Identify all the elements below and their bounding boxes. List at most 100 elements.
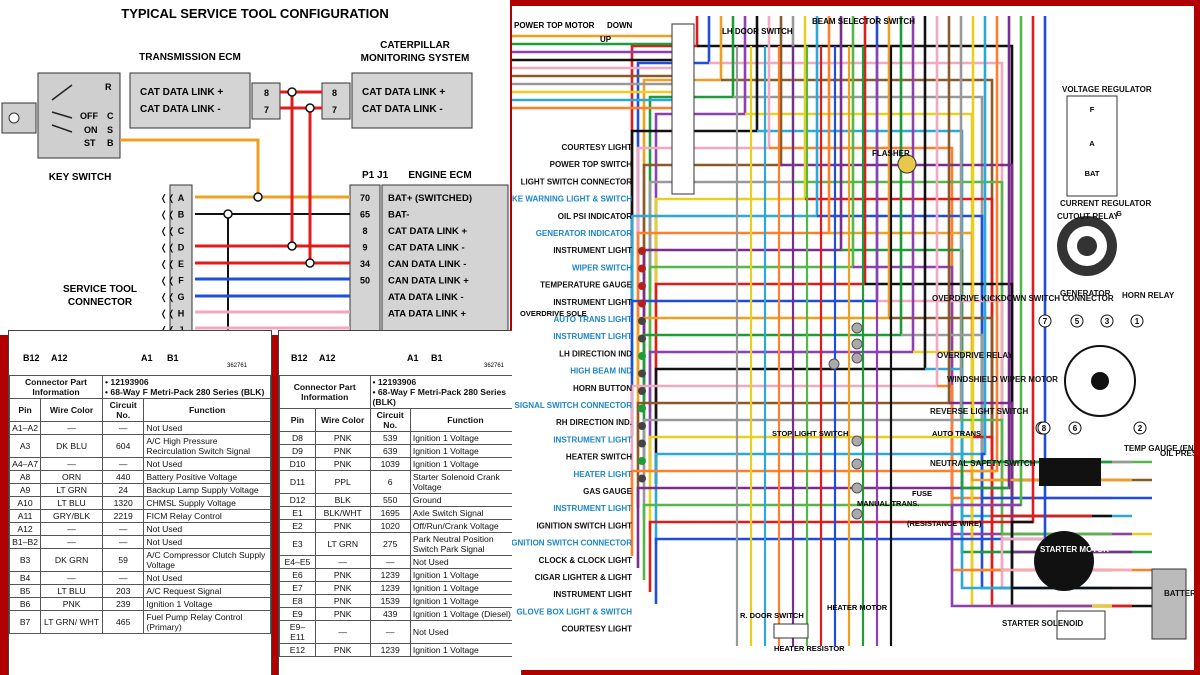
- connector-letter: E: [178, 259, 184, 269]
- table-cell: 465: [102, 610, 145, 634]
- component-label: OIL PSI INDICATOR: [558, 212, 632, 221]
- terminal-circle: [1037, 421, 1051, 435]
- table-cell: 1039: [369, 457, 411, 471]
- conn-label: A12: [319, 353, 336, 363]
- table-cell: GRY/BLK: [40, 509, 104, 523]
- table-cell: Ignition 1 Voltage: [409, 431, 521, 445]
- cat-monitoring-box: [351, 72, 473, 129]
- p1j1-label: P1 J1: [362, 170, 389, 181]
- table-cell: 1020: [369, 519, 411, 533]
- table-cell: PNK: [314, 643, 371, 657]
- column-header: Function: [409, 408, 521, 432]
- table-cell: LT GRN/ WHT: [40, 610, 104, 634]
- component-label: LH DIRECTION IND: [559, 349, 632, 358]
- table-cell: 203: [102, 584, 145, 598]
- table-cell: E4–E5: [279, 555, 316, 569]
- table-cell: Not Used: [143, 522, 271, 536]
- table-cell: 59: [102, 548, 145, 572]
- component-label: INSTRUMENT LIGHT: [553, 332, 632, 341]
- wire: [642, 16, 843, 400]
- component-label: CLOCK & CLOCK LIGHT: [539, 556, 632, 565]
- component-label: COURTESY LIGHT: [561, 625, 632, 634]
- component-label: HIGH BEAM IND: [570, 367, 632, 376]
- table-cell: PNK: [40, 597, 104, 611]
- connector-letter: H: [178, 309, 185, 319]
- ecm-signal: CAT DATA LINK +: [388, 226, 468, 237]
- key-hole-icon: [8, 112, 20, 124]
- connector-letter: F: [178, 276, 184, 286]
- table-cell: D11: [279, 470, 316, 494]
- part-info-value: • 12193906: [372, 377, 417, 387]
- indicator-bulb-icon: [638, 369, 646, 378]
- column-header: Circuit No.: [102, 398, 145, 422]
- component-label: CUTOUT RELAY: [1057, 212, 1119, 221]
- chevron-icon: ❬❬: [160, 210, 175, 221]
- table-cell: B4: [9, 571, 42, 585]
- conn-label: A1: [141, 353, 153, 363]
- component-label: UP: [600, 35, 612, 44]
- table-row: E9– E11——Not Used: [279, 620, 521, 644]
- component-label: AUTO TRANS: [932, 429, 981, 438]
- table-cell: Not Used: [143, 571, 271, 585]
- conn-label: B1: [167, 353, 179, 363]
- wire: [642, 16, 903, 460]
- column-header: Function: [143, 398, 271, 422]
- component-label: IGNITION SWITCH CONNECTOR: [512, 539, 632, 548]
- terminal-number: 1: [1135, 317, 1140, 326]
- component-label: COURTESY LIGHT: [561, 143, 632, 152]
- splice-dot: [851, 352, 863, 364]
- table-cell: 1239: [369, 643, 411, 657]
- table-cell: D12: [279, 493, 316, 507]
- reg-term-a: A: [1089, 139, 1095, 148]
- engine-ecm-box: [381, 184, 509, 335]
- component-label: VOLTAGE REGULATOR: [1062, 85, 1152, 94]
- wire: [636, 16, 831, 388]
- table-cell: DK BLU: [40, 434, 104, 458]
- wire: [960, 460, 1112, 490]
- terminal-circle: [1130, 314, 1144, 328]
- table-row: E4–E5——Not Used: [279, 555, 521, 569]
- table-cell: 24: [102, 483, 145, 497]
- connector-letter: C: [178, 226, 185, 236]
- part-info-value: • 12193906: [105, 377, 149, 387]
- table-cell: 440: [102, 470, 145, 484]
- component-label: INSTRUMENT LIGHT: [553, 246, 632, 255]
- conn-label: A1: [407, 353, 419, 363]
- chevron-icon: ❬❬: [160, 243, 175, 254]
- indicator-bulb-icon: [638, 387, 646, 395]
- wire: [980, 452, 1152, 500]
- column-header: Circuit No.: [369, 408, 411, 432]
- component-label: NEUTRAL SAFETY SWITCH: [930, 459, 1036, 468]
- mon-pin-8: 8: [332, 88, 337, 98]
- table-cell: Ignition 1 Voltage: [409, 457, 521, 471]
- mon-signal-1: CAT DATA LINK +: [362, 87, 445, 98]
- connector-face-left: B12 A12 A1 B1 362761: [9, 331, 271, 375]
- service-tool-svg: TYPICAL SERVICE TOOL CONFIGURATION TRANS…: [1, 6, 509, 335]
- table-row: A4–A7——Not Used: [9, 457, 271, 471]
- terminal-number: 8: [1042, 424, 1047, 433]
- component-label: INSTRUMENT LIGHT: [553, 590, 632, 599]
- table-cell: B3: [9, 548, 42, 572]
- component-label: OVERDRIVE KICKDOWN SWITCH CONNECTOR: [932, 294, 1114, 303]
- table-cell: 1239: [369, 568, 411, 582]
- wire: [642, 16, 1023, 580]
- component-label: COIL: [1107, 469, 1126, 478]
- component-label: CIGAR LIGHTER & LIGHT: [535, 573, 632, 582]
- part-info-values: • 12193906• 68-Way F Metri-Pack 280 Seri…: [369, 375, 521, 409]
- component-label: INSTRUMENT LIGHT: [553, 504, 632, 513]
- chevron-icon: ❬❬: [160, 226, 175, 237]
- wire-bundle: [512, 16, 1152, 646]
- mon-signal-2: CAT DATA LINK -: [362, 104, 443, 115]
- connector-letter: A: [178, 193, 185, 203]
- voltage-regulator-box: [1066, 95, 1118, 197]
- ecm-signal: ATA DATA LINK -: [388, 292, 464, 303]
- table-cell: A9: [9, 483, 42, 497]
- table-cell: —: [369, 620, 411, 644]
- wire: [648, 16, 1035, 592]
- table-cell: —: [40, 522, 104, 536]
